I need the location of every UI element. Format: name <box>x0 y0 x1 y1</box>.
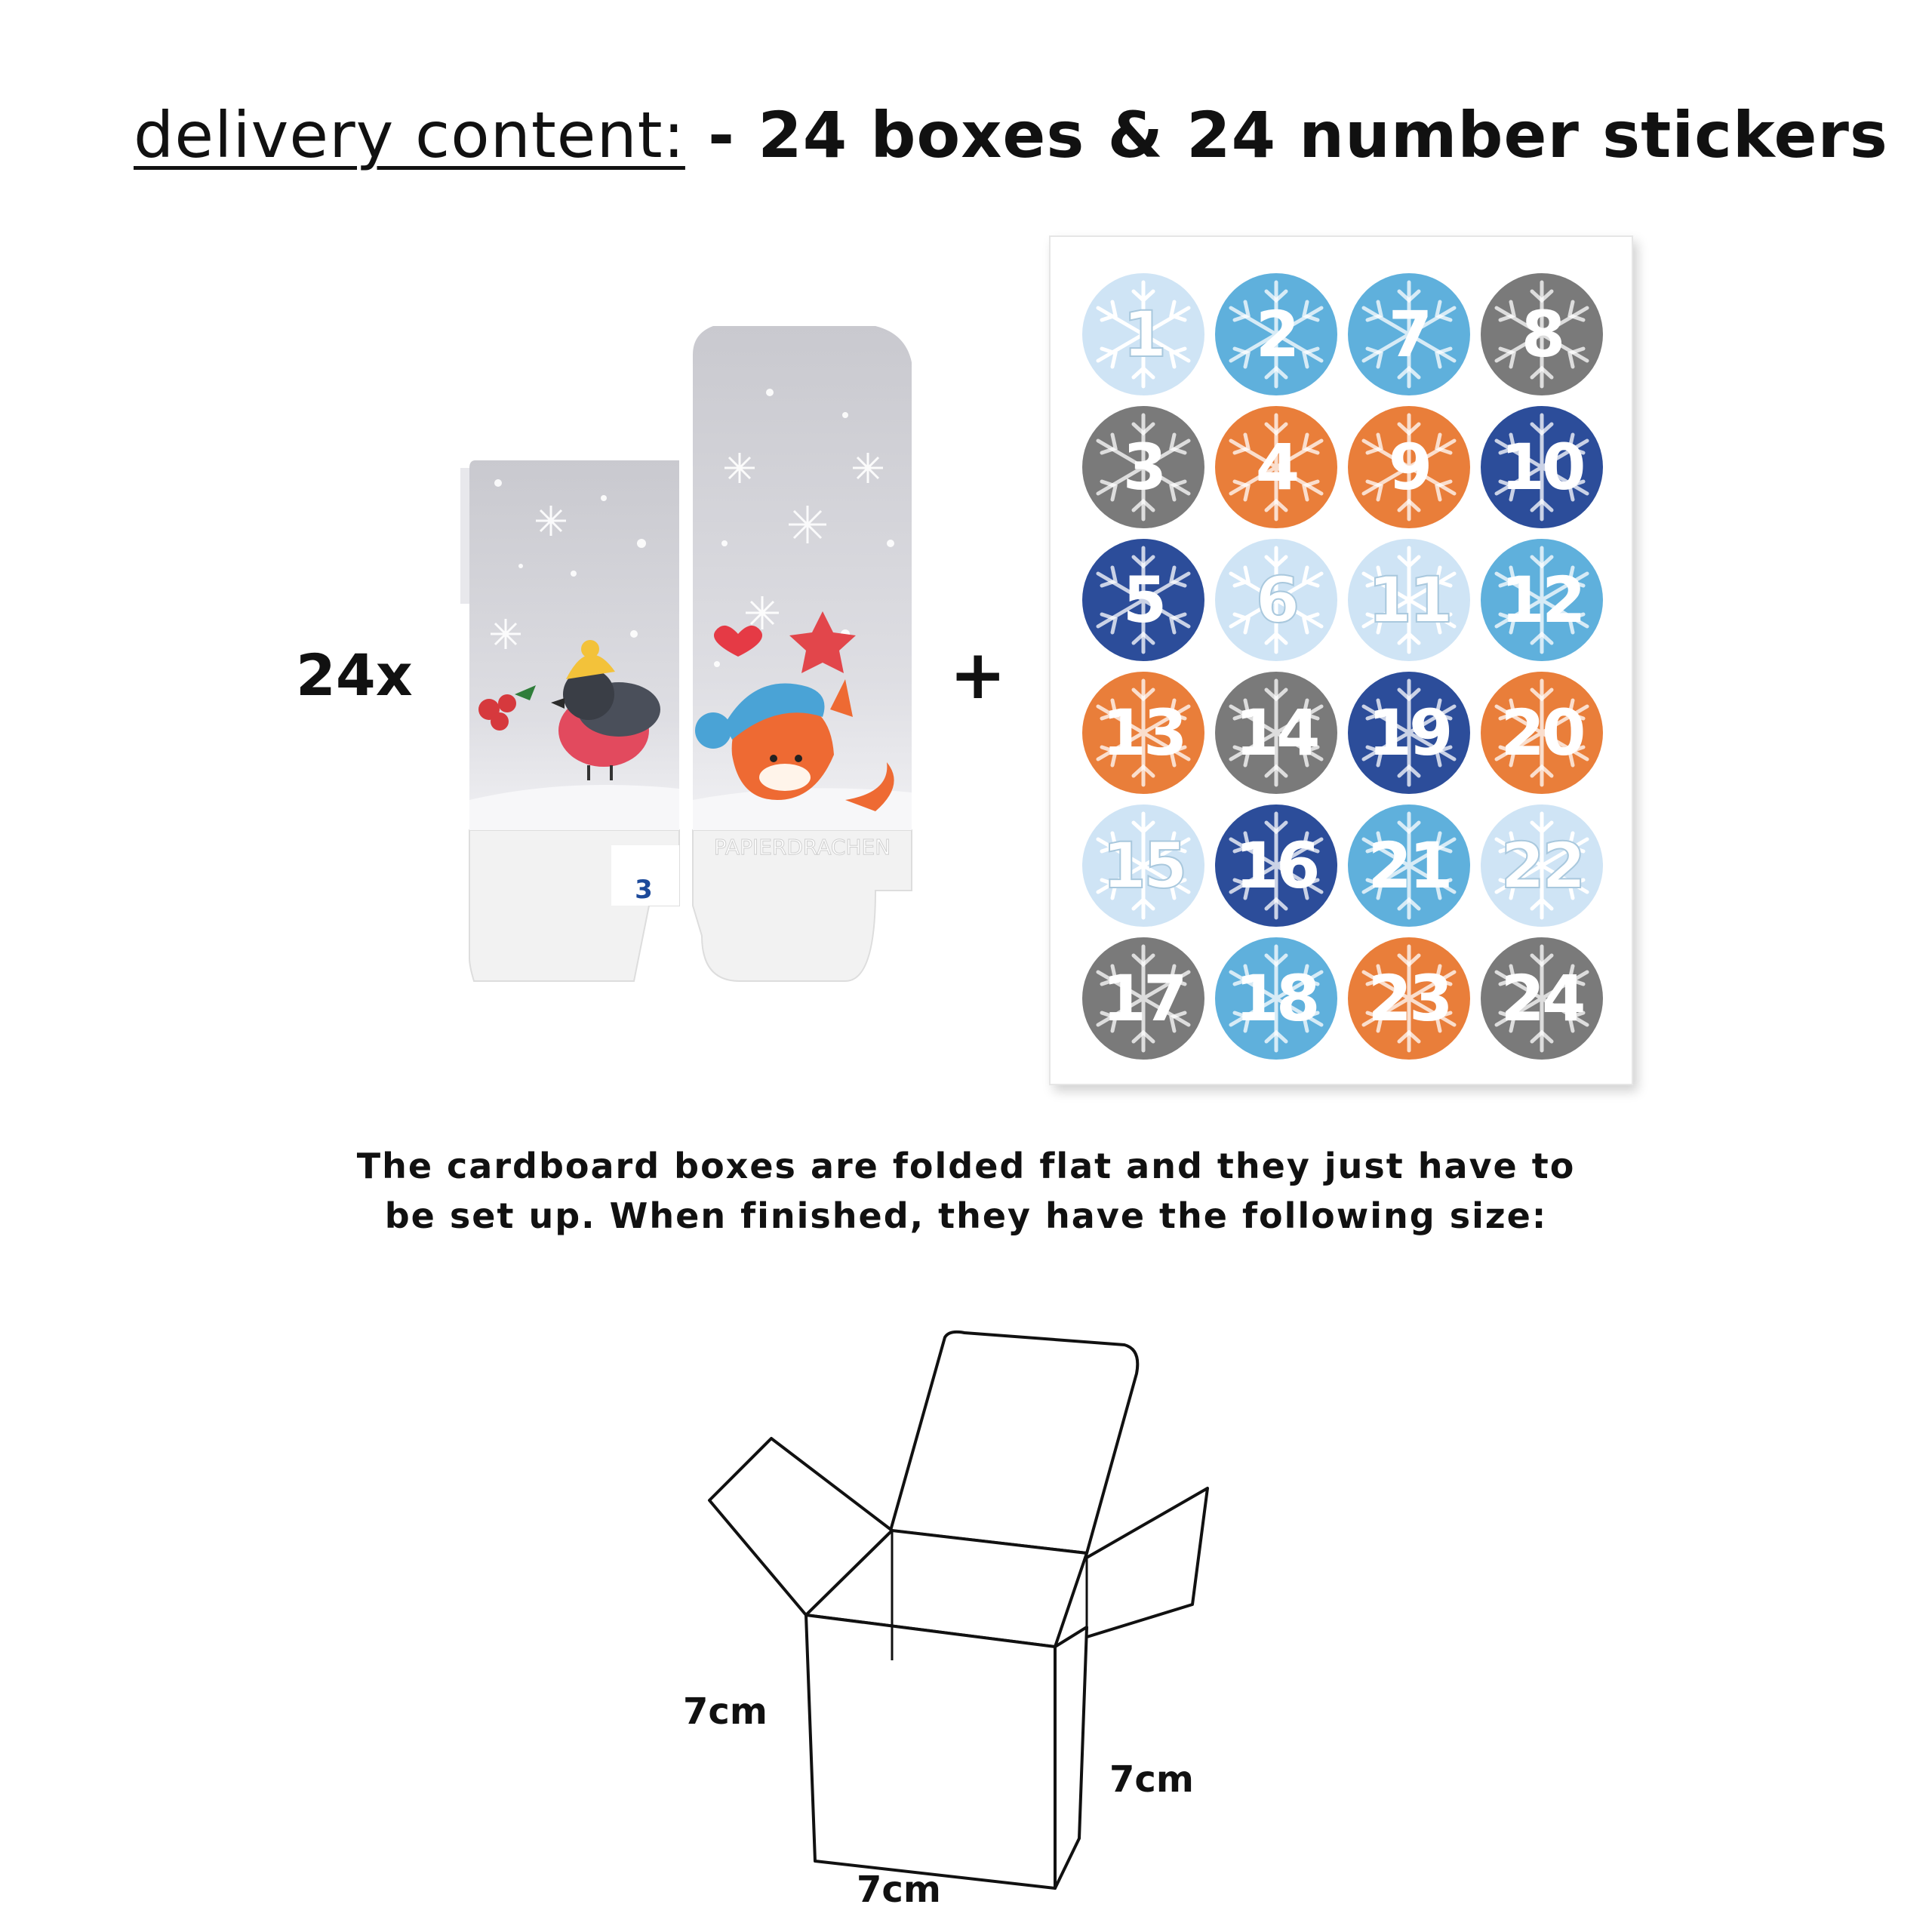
sticker-number: 5 <box>1122 563 1167 637</box>
number-sticker-14: 14 <box>1215 672 1337 794</box>
sticker-number: 21 <box>1367 829 1454 903</box>
number-sticker-21: 21 <box>1348 804 1470 927</box>
number-sticker-7: 7 <box>1348 273 1470 395</box>
number-sticker-23: 23 <box>1348 937 1470 1060</box>
box-count-label: 24x <box>296 641 413 709</box>
sticker-number: 12 <box>1500 563 1586 637</box>
number-sticker-11: 11 <box>1348 539 1470 661</box>
flat-box-illustration: PAPIERDRACHEN 3 <box>460 326 912 982</box>
sticker-number: 24 <box>1500 961 1586 1035</box>
number-sticker-13: 13 <box>1082 672 1204 794</box>
number-sticker-1: 1 <box>1082 273 1204 395</box>
description-line-2: be set up. When finished, they have the … <box>384 1195 1548 1236</box>
sticker-number: 6 <box>1255 562 1300 638</box>
plus-sign: + <box>949 635 1007 715</box>
sticker-number: 18 <box>1235 961 1321 1035</box>
number-sticker-18: 18 <box>1215 937 1337 1060</box>
number-sticker-24: 24 <box>1481 937 1603 1060</box>
box-brand: PAPIERDRACHEN <box>714 835 891 860</box>
number-sticker-22: 22 <box>1481 804 1603 927</box>
sticker-number: 11 <box>1367 562 1454 638</box>
number-sticker-2: 2 <box>1215 273 1337 395</box>
dimension-height: 7cm <box>683 1690 768 1733</box>
sticker-number: 3 <box>1122 430 1167 504</box>
sticker-number: 19 <box>1367 696 1454 770</box>
number-sticker-20: 20 <box>1481 672 1603 794</box>
number-sticker-3: 3 <box>1082 406 1204 528</box>
sticker-number: 14 <box>1235 696 1321 770</box>
number-sticker-19: 19 <box>1348 672 1470 794</box>
number-sticker-9: 9 <box>1348 406 1470 528</box>
description: The cardboard boxes are folded flat and … <box>226 1141 1706 1241</box>
dimension-width: 7cm <box>857 1869 941 1911</box>
number-sticker-15: 15 <box>1082 804 1204 927</box>
number-sticker-12: 12 <box>1481 539 1603 661</box>
sticker-number: 2 <box>1255 297 1300 371</box>
sticker-number: 7 <box>1388 297 1432 371</box>
headline-text: - 24 boxes & 24 number stickers <box>685 98 1888 172</box>
number-sticker-5: 5 <box>1082 539 1204 661</box>
headline-label: delivery content: <box>134 98 685 172</box>
sticker-number: 15 <box>1102 828 1189 903</box>
sticker-number: 17 <box>1102 961 1188 1035</box>
sticker-number: 20 <box>1500 696 1586 770</box>
sticker-number: 1 <box>1122 297 1168 372</box>
sticker-number: 22 <box>1500 828 1587 903</box>
number-sticker-17: 17 <box>1082 937 1204 1060</box>
sticker-number: 23 <box>1367 961 1454 1035</box>
sticker-number: 10 <box>1500 430 1586 504</box>
sticker-number: 9 <box>1388 430 1432 504</box>
description-line-1: The cardboard boxes are folded flat and … <box>356 1146 1576 1186</box>
number-sticker-6: 6 <box>1215 539 1337 661</box>
headline: delivery content: - 24 boxes & 24 number… <box>134 98 1888 172</box>
number-sticker-10: 10 <box>1481 406 1603 528</box>
box-number: 3 <box>635 875 653 905</box>
number-sticker-4: 4 <box>1215 406 1337 528</box>
number-sticker-16: 16 <box>1215 804 1337 927</box>
sticker-number: 16 <box>1235 829 1321 903</box>
dimension-depth: 7cm <box>1109 1758 1194 1801</box>
number-sticker-8: 8 <box>1481 273 1603 395</box>
sticker-number: 8 <box>1521 297 1565 371</box>
assembled-box-diagram <box>708 1330 1209 1890</box>
sticker-number: 13 <box>1102 696 1188 770</box>
sticker-number: 4 <box>1255 430 1300 504</box>
